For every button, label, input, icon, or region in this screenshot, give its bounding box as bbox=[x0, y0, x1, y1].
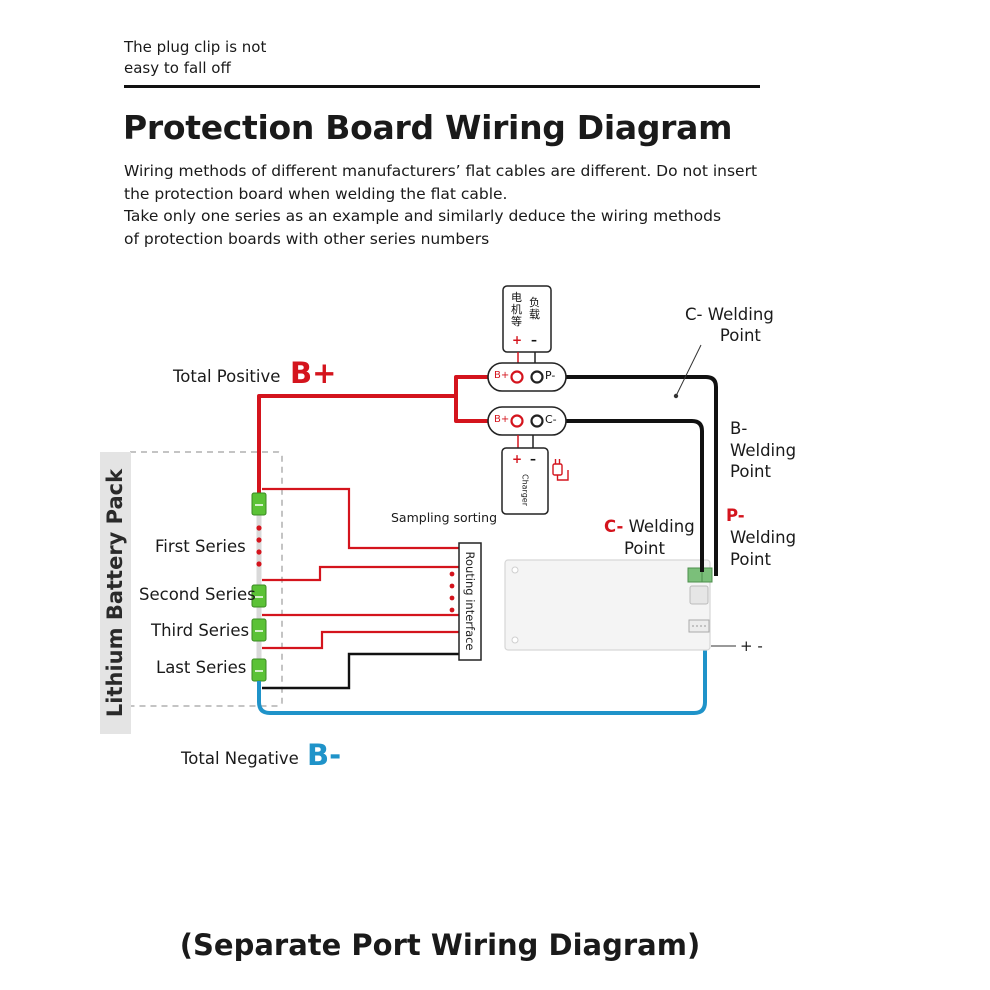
total-negative-label: Total Negative bbox=[181, 749, 299, 768]
total-positive-label: Total Positive bbox=[173, 367, 281, 386]
charger-plus: + bbox=[512, 452, 523, 466]
board-pad-bminus bbox=[687, 567, 703, 583]
routing-interface-label: Routing interface bbox=[463, 551, 477, 651]
port2-right-label: C- bbox=[545, 413, 557, 426]
charger-device bbox=[501, 447, 549, 515]
top-note-line2: easy to fall off bbox=[124, 59, 231, 77]
port1-right-label: P- bbox=[545, 369, 556, 382]
desc-line2: the protection board when welding the fl… bbox=[124, 184, 508, 203]
c-welding-point-mid: C- Welding Point bbox=[604, 517, 695, 558]
c-welding-leader bbox=[675, 344, 702, 397]
c-minus-wire bbox=[560, 419, 704, 572]
second-series-label: Second Series bbox=[139, 585, 256, 604]
b-minus-label: B- bbox=[307, 738, 342, 772]
sampling-wire-4 bbox=[262, 630, 460, 650]
total-negative-wire bbox=[257, 630, 707, 715]
load-chars-col1: 电机等 bbox=[511, 291, 522, 328]
charger-label: Charger bbox=[520, 474, 530, 506]
b-welding-point: B- Welding Point bbox=[730, 419, 797, 481]
routing-interface-wrap: Routing interface bbox=[459, 543, 481, 660]
load-minus: – bbox=[531, 333, 537, 347]
sampling-sorting-label: Sampling sorting bbox=[391, 510, 498, 525]
desc-line4: of protection boards with other series n… bbox=[124, 229, 490, 248]
third-series-label: Third Series bbox=[151, 621, 250, 640]
series-dots bbox=[256, 525, 262, 567]
top-note: The plug clip is not easy to fall off bbox=[124, 37, 266, 79]
cell-terminals bbox=[251, 492, 267, 682]
routing-interface-box bbox=[458, 542, 482, 661]
b-plus-label: B+ bbox=[290, 356, 337, 390]
footer-caption: (Separate Port Wiring Diagram) bbox=[179, 928, 701, 962]
sampling-wire-2 bbox=[262, 565, 460, 582]
description: Wiring methods of different manufacturer… bbox=[124, 160, 784, 250]
port2-left-label: B+ bbox=[494, 414, 510, 425]
battery-pack-label-wrap: Lithium Battery Pack bbox=[100, 452, 131, 734]
plug-icon bbox=[552, 459, 569, 481]
total-positive-wire bbox=[257, 375, 506, 500]
load-device bbox=[502, 285, 552, 353]
desc-line1: Wiring methods of different manufacturer… bbox=[124, 162, 758, 180]
load-plus: + bbox=[512, 333, 523, 347]
c-welding-point-top: C- Welding Point bbox=[685, 305, 774, 345]
board-pad-pminus bbox=[701, 567, 713, 583]
board-component bbox=[689, 585, 709, 605]
sampling-wire-first bbox=[262, 487, 460, 550]
top-note-line1: The plug clip is not bbox=[124, 38, 267, 56]
battery-pack-label: Lithium Battery Pack bbox=[103, 468, 127, 718]
board-connector bbox=[688, 619, 710, 633]
last-series-label: Last Series bbox=[156, 658, 247, 677]
desc-line3: Take only one series as an example and s… bbox=[124, 207, 722, 225]
first-series-label: First Series bbox=[155, 537, 246, 556]
port-discharge bbox=[487, 362, 567, 392]
p-welding-point: P- Welding Point bbox=[726, 506, 797, 569]
p-minus-wire bbox=[560, 375, 718, 576]
charger-minus: – bbox=[530, 452, 536, 466]
charger-text-wrap: Charger bbox=[502, 448, 548, 514]
port-charge bbox=[487, 406, 567, 436]
battery-pack-label-panel bbox=[100, 452, 131, 734]
port1-left-label: B+ bbox=[494, 370, 510, 381]
protection-board bbox=[504, 559, 711, 651]
routing-dots bbox=[449, 571, 455, 613]
sampling-wire-last bbox=[262, 652, 460, 690]
top-divider bbox=[124, 85, 760, 88]
plus-minus-label: + - bbox=[740, 637, 763, 655]
load-chars-col2: 负载 bbox=[529, 296, 540, 321]
page-title: Protection Board Wiring Diagram bbox=[123, 108, 733, 147]
